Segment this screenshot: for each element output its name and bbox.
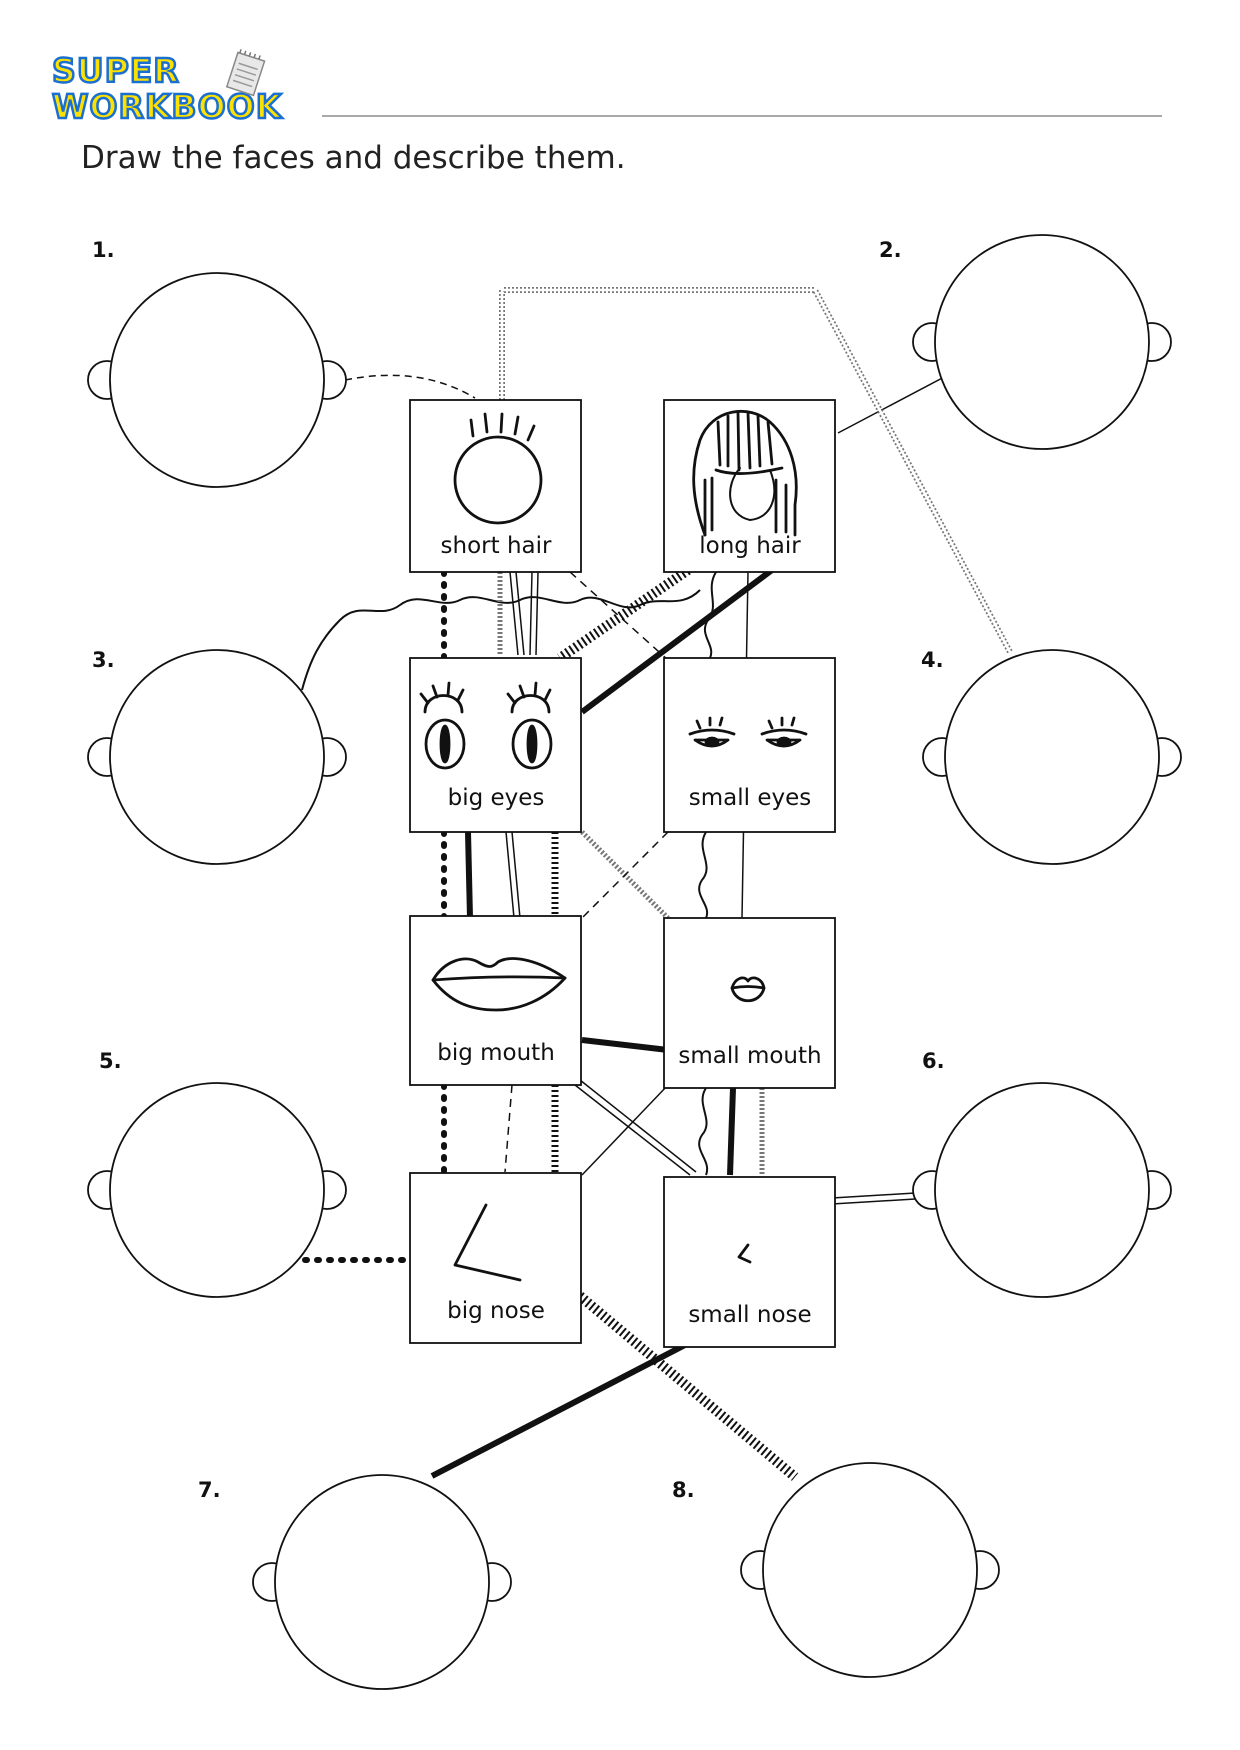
short-hair-icon	[453, 412, 543, 525]
face-outline-8	[740, 1462, 1000, 1678]
small-nose-icon	[737, 1243, 752, 1264]
big-eyes-icon	[419, 681, 553, 770]
super-workbook-logo: SUPER WORKBOOK	[51, 49, 312, 128]
face-number-8: 8.	[672, 1478, 695, 1502]
feature-cards	[409, 399, 836, 1348]
card-label-short-hair: short hair	[440, 533, 552, 559]
notepad-icon	[225, 49, 266, 97]
card-label-small-mouth: small mouth	[678, 1043, 822, 1069]
instruction-text: Draw the faces and describe them.	[81, 140, 626, 176]
face-outline-1	[87, 272, 347, 488]
big-mouth-icon	[431, 957, 567, 1012]
face-outlines	[87, 234, 1182, 1690]
face-number-3: 3.	[92, 648, 115, 672]
face-outline-3	[87, 649, 347, 865]
small-eyes-icon	[688, 716, 808, 748]
card-big-eyes	[409, 657, 582, 833]
connector-lines	[301, 287, 1013, 1481]
card-short-hair	[409, 399, 582, 573]
card-big-nose	[409, 1172, 582, 1344]
face-number-1: 1.	[92, 238, 115, 262]
card-label-big-nose: big nose	[447, 1298, 545, 1324]
card-small-mouth	[663, 917, 836, 1089]
card-label-long-hair: long hair	[699, 533, 801, 559]
card-label-small-eyes: small eyes	[688, 785, 812, 811]
face-outline-4	[922, 649, 1182, 865]
face-outline-5	[87, 1082, 347, 1298]
card-small-eyes	[663, 657, 836, 833]
face-number-2: 2.	[879, 238, 902, 262]
face-number-6: 6.	[922, 1049, 945, 1073]
card-label-big-eyes: big eyes	[447, 785, 545, 811]
card-label-small-nose: small nose	[688, 1302, 812, 1328]
logo-line-workbook: WORKBOOK	[51, 87, 283, 126]
face-outline-7	[252, 1474, 512, 1690]
header-rule	[322, 115, 1162, 117]
face-number-4: 4.	[921, 648, 944, 672]
face-outline-6	[912, 1082, 1172, 1298]
long-hair-icon	[692, 409, 798, 537]
face-outline-2	[912, 234, 1172, 450]
small-mouth-icon	[730, 976, 766, 1003]
big-nose-icon	[453, 1203, 522, 1282]
card-label-big-mouth: big mouth	[437, 1040, 555, 1066]
face-number-7: 7.	[198, 1478, 221, 1502]
card-big-mouth	[409, 915, 582, 1086]
face-number-5: 5.	[99, 1049, 122, 1073]
logo-line-super: SUPER	[51, 51, 180, 90]
